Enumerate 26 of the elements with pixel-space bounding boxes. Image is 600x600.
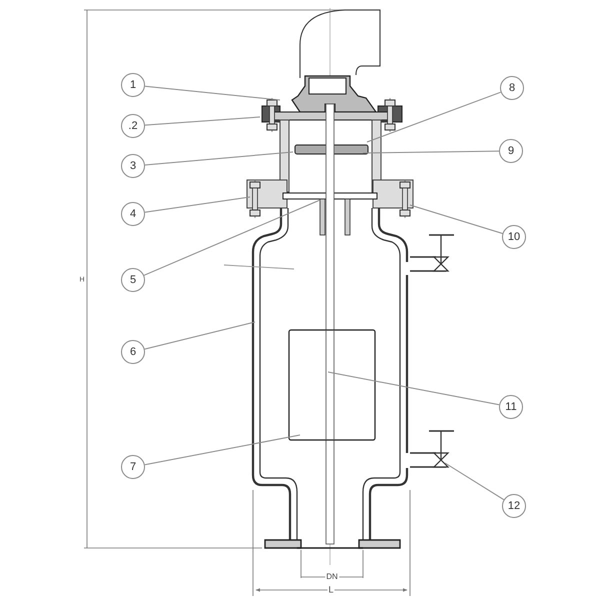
leader-line <box>410 204 504 234</box>
callout-number: 7 <box>121 455 145 479</box>
callout-number: .2 <box>121 114 145 138</box>
callout-number: 3 <box>121 154 145 178</box>
dimension-label: L <box>328 586 334 594</box>
callout-number: 4 <box>121 202 145 226</box>
callout-number: 12 <box>502 494 526 518</box>
leader-line <box>362 150 500 154</box>
callout-number: 1 <box>121 73 145 97</box>
leader-line <box>144 200 320 276</box>
callout-number: 10 <box>502 225 526 249</box>
leader-line <box>144 196 250 213</box>
callout-number: 11 <box>499 395 523 419</box>
dimension-label: DN <box>325 573 339 581</box>
leader-line <box>144 86 280 100</box>
leader-line <box>366 92 502 142</box>
callout-number: 5 <box>121 268 145 292</box>
leader-line <box>328 372 500 406</box>
leader-line <box>144 322 256 350</box>
leader-line <box>144 152 294 166</box>
leader-line <box>144 116 260 126</box>
leader-line <box>144 434 300 466</box>
callout-number: 6 <box>121 340 145 364</box>
leader-line <box>444 462 504 500</box>
callout-number: 9 <box>499 139 523 163</box>
callout-number: 8 <box>500 76 524 100</box>
